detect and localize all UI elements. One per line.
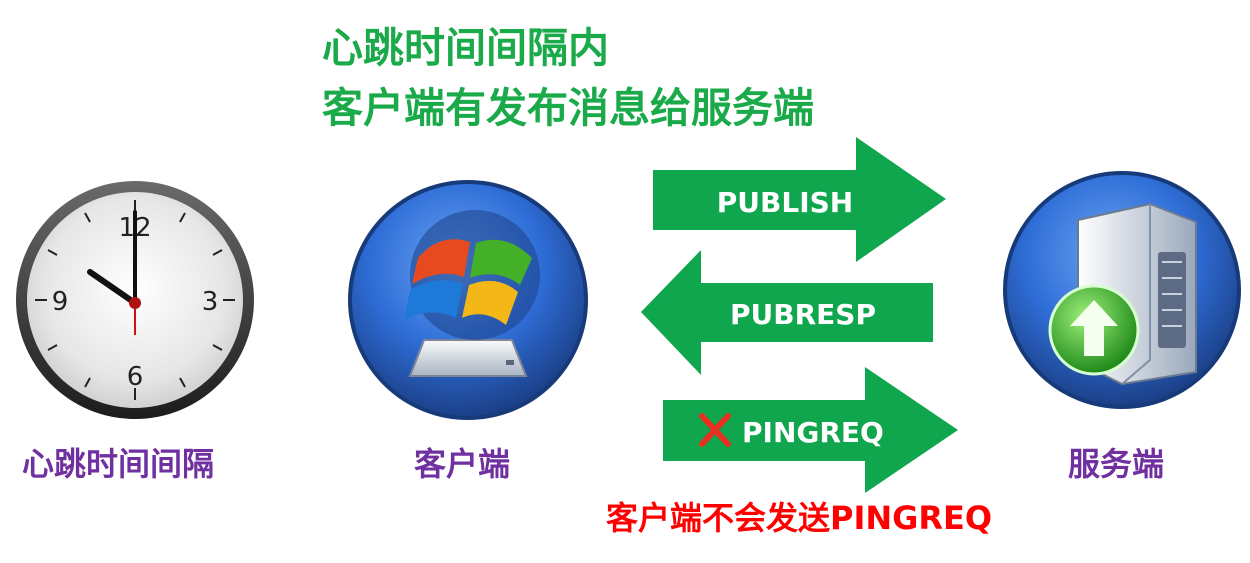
arrow-pubresp-label: PUBRESP bbox=[730, 298, 876, 331]
client-label: 客户端 bbox=[414, 445, 511, 483]
clock-number-3: 3 bbox=[202, 287, 219, 317]
clock-icon: 12 3 6 9 bbox=[16, 181, 254, 419]
arrow-pubresp: PUBRESP bbox=[641, 250, 933, 375]
client-node bbox=[348, 180, 588, 420]
clock-number-9: 9 bbox=[52, 287, 69, 317]
clock-label: 心跳时间间隔 bbox=[22, 445, 215, 483]
title-line-2: 客户端有发布消息给服务端 bbox=[322, 84, 814, 132]
arrow-publish-label: PUBLISH bbox=[717, 186, 853, 219]
server-upload-icon bbox=[1048, 202, 1197, 386]
title-line-1: 心跳时间间隔内 bbox=[322, 24, 609, 72]
clock-number-6: 6 bbox=[127, 362, 144, 392]
hour-hand bbox=[87, 269, 138, 306]
server-node bbox=[1003, 171, 1241, 409]
arrow-pingreq: PINGREQ bbox=[663, 367, 958, 493]
server-label: 服务端 bbox=[1068, 445, 1165, 483]
pingreq-note: 客户端不会发送PINGREQ bbox=[606, 499, 993, 537]
arrow-pingreq-label: PINGREQ bbox=[742, 416, 884, 449]
windows-drive-icon bbox=[404, 210, 540, 377]
cross-icon bbox=[699, 413, 731, 447]
arrow-publish: PUBLISH bbox=[653, 137, 946, 262]
